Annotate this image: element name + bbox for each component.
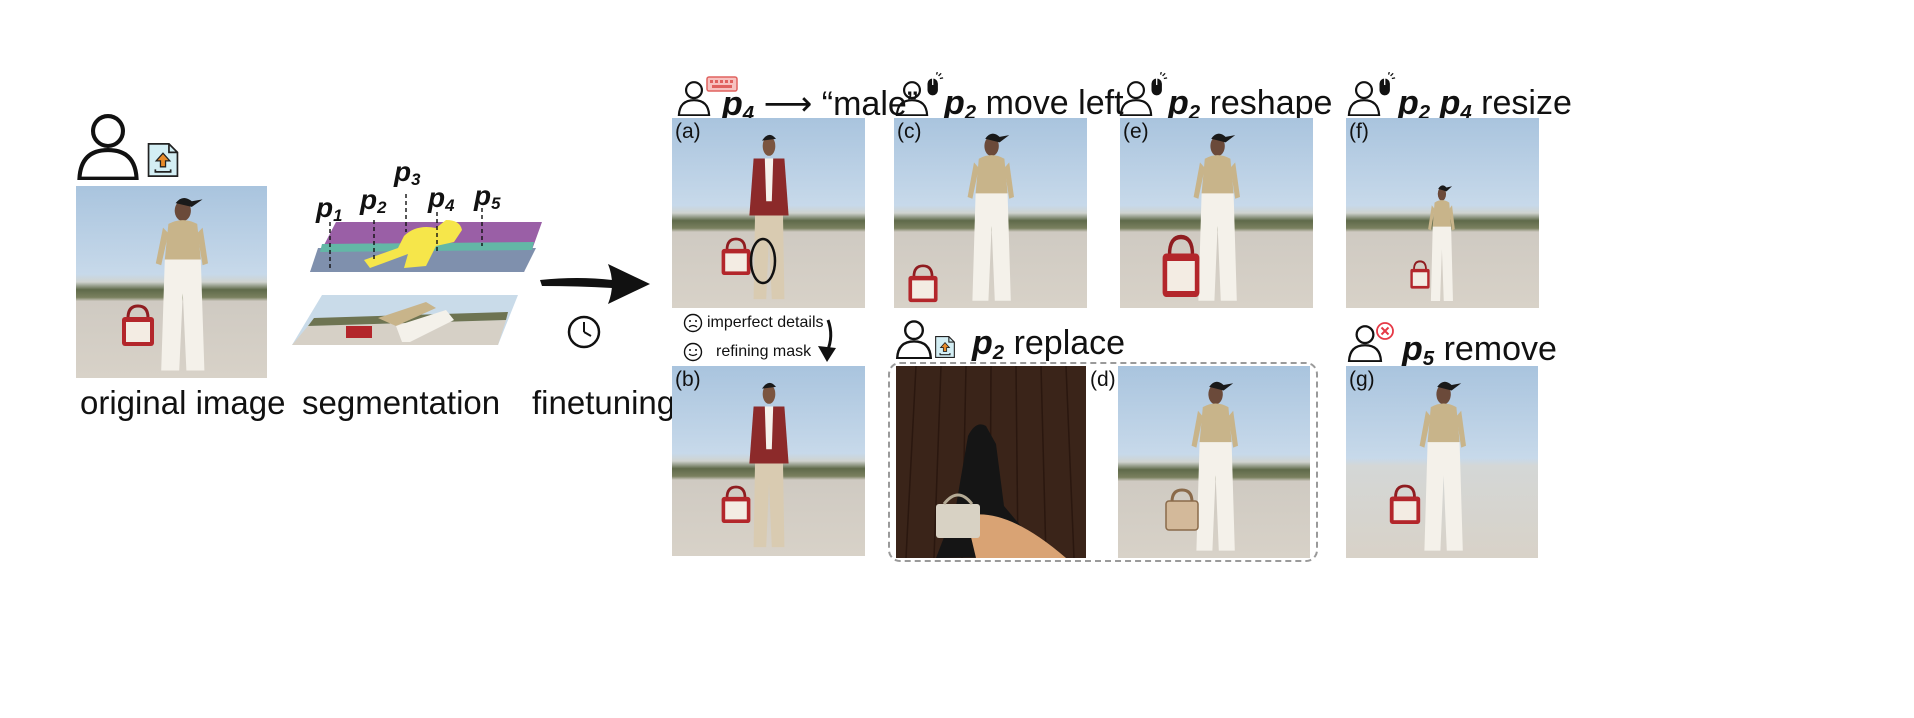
part-label-p3: p3	[394, 156, 420, 190]
panel-d-image	[1118, 366, 1310, 558]
handbag	[718, 484, 754, 526]
panel-a-image	[672, 118, 865, 308]
mouse-click-icon	[1376, 72, 1396, 98]
part-label-p5: p5	[1402, 330, 1434, 368]
part-label-p2: p2	[1398, 84, 1430, 122]
defect-highlight-circle	[748, 236, 778, 286]
person-figure	[950, 126, 1030, 308]
panel-b-label: (b)	[675, 368, 701, 392]
panel-f-image	[1346, 118, 1539, 308]
part-label-p2: p2	[1168, 84, 1200, 122]
panel-d-label: (d)	[1090, 368, 1116, 392]
remove-x-icon	[1376, 322, 1394, 340]
refine-arrow-icon	[808, 318, 842, 364]
refining-mask-note: refining mask	[716, 343, 811, 361]
replaced-handbag	[1162, 488, 1202, 532]
segmentation-caption: segmentation	[302, 384, 500, 422]
mouse-click-icon	[924, 72, 944, 98]
finetuning-arrow-icon	[538, 258, 652, 308]
upload-file-icon	[146, 140, 180, 180]
imperfect-details-note: imperfect details	[707, 314, 824, 332]
panel-e-image	[1120, 118, 1313, 308]
part-label-p1: p1	[316, 192, 342, 226]
sad-face-icon	[683, 313, 703, 333]
user-icon	[74, 108, 142, 184]
original-image	[76, 186, 267, 378]
handbag	[118, 304, 158, 348]
part-label-p5: p5	[474, 180, 500, 214]
handbag	[1386, 484, 1424, 526]
smile-face-icon	[683, 342, 703, 362]
original-image-caption: original image	[80, 384, 285, 422]
panel-d-heading: p2 replace	[972, 324, 1125, 365]
panel-a-label: (a)	[675, 120, 701, 144]
panel-g-heading: p5 remove	[1402, 330, 1557, 371]
person-figure	[1402, 374, 1482, 558]
clock-icon	[566, 314, 602, 350]
part-label-p2: p2	[972, 324, 1004, 362]
panel-f-label: (f)	[1349, 120, 1369, 144]
handbag	[904, 264, 942, 304]
part-label-p4: p4	[428, 182, 454, 216]
panel-c-label: (c)	[897, 120, 922, 144]
panel-b-image	[672, 366, 865, 556]
reference-image	[896, 366, 1086, 558]
panel-e-label: (e)	[1123, 120, 1149, 144]
finetuning-caption: finetuning	[532, 384, 675, 422]
part-label-p2: p2	[360, 184, 386, 218]
handbag	[1158, 234, 1204, 300]
brick-wall-texture	[896, 366, 1086, 558]
panel-g-image	[1346, 366, 1538, 558]
male-figure	[734, 378, 804, 556]
panel-c-image	[894, 118, 1087, 308]
upload-file-icon	[934, 334, 956, 360]
handbag	[1408, 260, 1432, 290]
user-icon	[894, 318, 934, 360]
mouse-click-icon	[1148, 72, 1168, 98]
part-label-p2: p2	[944, 84, 976, 122]
panel-g-label: (g)	[1349, 368, 1375, 392]
part-label-p4: p4	[1440, 84, 1472, 122]
person-figure	[136, 190, 226, 378]
